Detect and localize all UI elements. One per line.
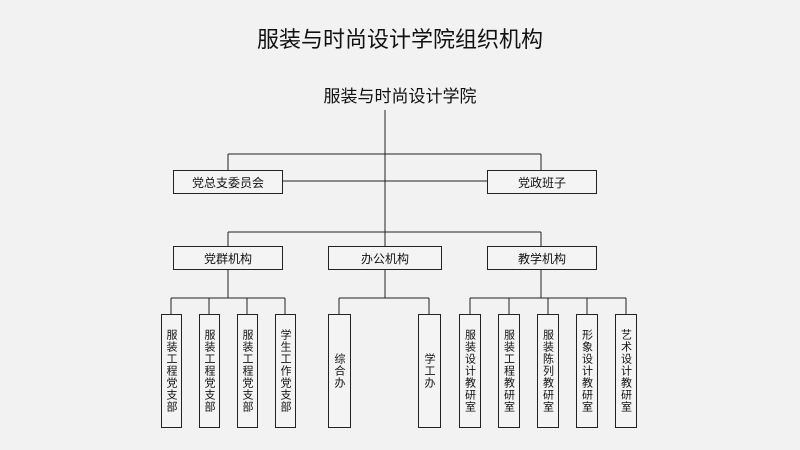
node-party-branch-1: 服装工程党支部 <box>161 314 182 428</box>
node-party-institutions: 党群机构 <box>173 246 283 270</box>
node-party-committee: 党总支委员会 <box>173 170 283 194</box>
node-teaching-room-4: 形象设计教研室 <box>576 314 598 428</box>
node-student-affairs-office: 学工办 <box>418 314 441 428</box>
node-teaching-room-5: 艺术设计教研室 <box>615 314 637 428</box>
node-teaching-room-1: 服装设计教研室 <box>459 314 481 428</box>
node-student-party-branch: 学生工作党支部 <box>275 314 296 428</box>
node-teaching-room-3: 服装陈列教研室 <box>537 314 559 428</box>
node-leadership-team: 党政班子 <box>487 170 597 194</box>
node-party-branch-2: 服装工程党支部 <box>199 314 220 428</box>
node-party-branch-3: 服装工程党支部 <box>237 314 258 428</box>
node-teaching-room-2: 服装工程教研室 <box>498 314 520 428</box>
node-teaching-institutions: 教学机构 <box>487 246 597 270</box>
node-general-office: 综合办 <box>328 314 351 428</box>
chart-title: 服装与时尚设计学院组织机构 <box>256 28 543 53</box>
root-node: 服装与时尚设计学院 <box>323 87 477 107</box>
node-office-institutions: 办公机构 <box>328 246 442 270</box>
